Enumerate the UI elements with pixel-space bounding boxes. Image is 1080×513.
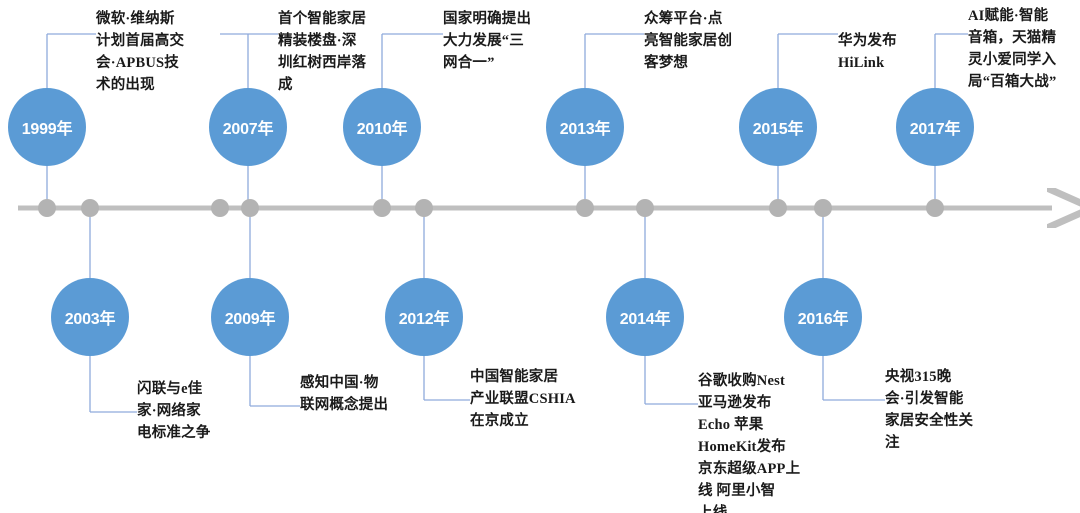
year-node-1999[interactable]: 1999年 — [8, 88, 86, 166]
axis-dot — [769, 199, 787, 217]
axis-dot — [576, 199, 594, 217]
year-node-2012[interactable]: 2012年 — [385, 278, 463, 356]
event-text-2007: 首个智能家居 精装楼盘·深 圳红树西岸落 成 — [278, 11, 367, 94]
axis-dot — [415, 199, 433, 217]
year-node-2015[interactable]: 2015年 — [739, 88, 817, 166]
event-text-1999: 微软·维纳斯 计划首届高交 会·APBUS技 术的出现 — [96, 11, 185, 94]
axis-dot — [38, 199, 56, 217]
year-node-2013[interactable]: 2013年 — [546, 88, 624, 166]
axis-dot — [211, 199, 229, 217]
year-node-label: 2009年 — [224, 311, 276, 328]
axis-dot — [926, 199, 944, 217]
year-node-label: 2013年 — [559, 121, 611, 138]
year-node-label: 2015年 — [752, 121, 804, 138]
event-text-2009: 感知中国·物 联网概念提出 — [300, 375, 389, 414]
year-node-2010[interactable]: 2010年 — [343, 88, 421, 166]
year-node-label: 2007年 — [222, 121, 274, 138]
event-text-2014: 谷歌收购Nest 亚马逊发布 Echo 苹果 HomeKit发布 京东超级APP… — [698, 373, 801, 513]
event-text-2017: AI赋能·智能 音箱，天猫精 灵小爱同学入 局“百箱大战” — [968, 8, 1057, 91]
year-node-2014[interactable]: 2014年 — [606, 278, 684, 356]
year-node-2009[interactable]: 2009年 — [211, 278, 289, 356]
year-node-label: 2017年 — [909, 121, 961, 138]
year-node-label: 2012年 — [398, 311, 450, 328]
year-node-label: 2014年 — [619, 311, 671, 328]
event-text-2003: 闪联与e佳 家·网络家 电标准之争 — [137, 381, 211, 442]
year-node-label: 2003年 — [64, 311, 116, 328]
year-node-label: 1999年 — [21, 121, 73, 138]
year-node-label: 2010年 — [356, 121, 408, 138]
year-node-2003[interactable]: 2003年 — [51, 278, 129, 356]
year-node-2016[interactable]: 2016年 — [784, 278, 862, 356]
axis-dot — [81, 199, 99, 217]
event-text-2016: 央视315晚 会·引发智能 家居安全性关 注 — [885, 369, 974, 452]
axis-dot — [241, 199, 259, 217]
year-node-2017[interactable]: 2017年 — [896, 88, 974, 166]
event-text-2015: 华为发布 HiLink — [838, 33, 897, 72]
axis-dot — [373, 199, 391, 217]
event-text-2010: 国家明确提出 大力发展“三 网合一” — [443, 11, 532, 72]
axis-dot — [636, 199, 654, 217]
event-text-2013: 众筹平台·点 亮智能家居创 客梦想 — [644, 11, 733, 72]
year-node-2007[interactable]: 2007年 — [209, 88, 287, 166]
year-node-label: 2016年 — [797, 311, 849, 328]
event-text-2012: 中国智能家居 产业联盟CSHIA 在京成立 — [470, 369, 576, 430]
axis-dot — [814, 199, 832, 217]
